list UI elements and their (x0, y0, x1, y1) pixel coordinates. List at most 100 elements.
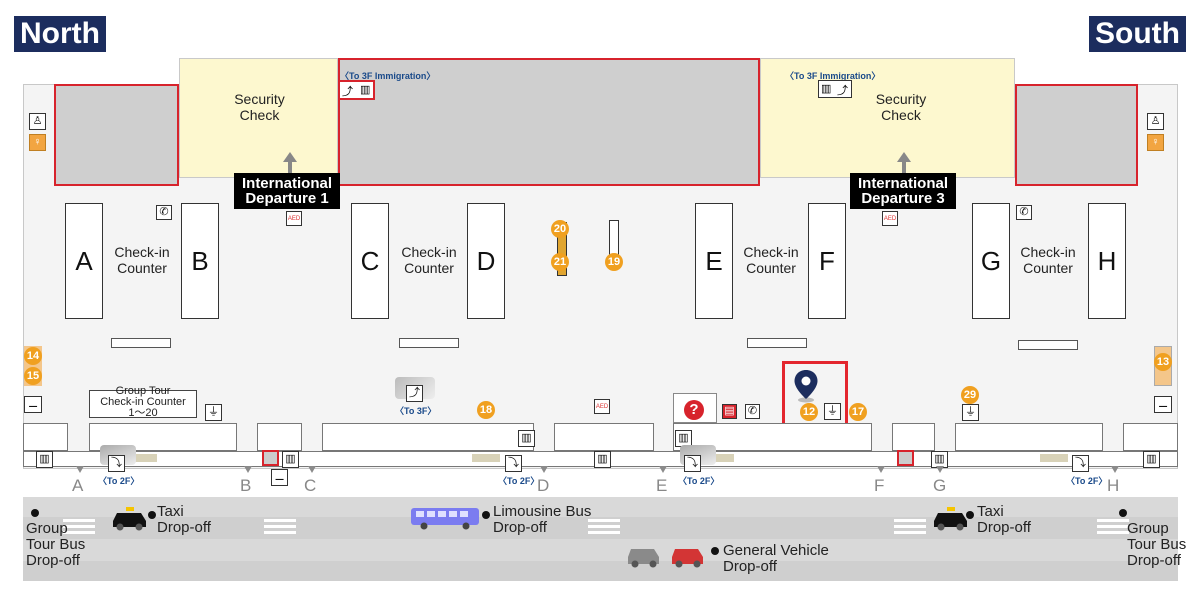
escalator-icon: ⤴ (406, 385, 423, 402)
counter-bar (111, 338, 171, 348)
counter-d: D (467, 203, 505, 319)
international-departure-1: International Departure 1 (234, 173, 340, 209)
crosswalk (588, 519, 620, 537)
elevator-icon: ▥ (518, 430, 535, 447)
to-2f-label: 〈To 2F〉 (98, 476, 140, 486)
checkin-counter-label: Check-in Counter (114, 244, 170, 276)
group-tour-counter (89, 390, 197, 418)
location-pin-icon[interactable] (793, 369, 819, 403)
counter-e: E (695, 203, 733, 319)
marker-21: 21 (551, 253, 569, 271)
crosswalk (894, 519, 926, 537)
aed-icon: AED (882, 211, 898, 226)
escalator-icon: ⤵ (1072, 455, 1089, 472)
taxi-dropoff-north: Taxi Drop-off (157, 503, 211, 536)
entrance-b: B (240, 476, 252, 495)
mat (1040, 454, 1068, 462)
wall-segment (1123, 423, 1178, 451)
arrow-up-icon (897, 152, 911, 162)
to-3f-immigration-1: 〈To 3F Immigration〉 (340, 71, 436, 81)
entrance-g: G (933, 476, 947, 495)
counter-bar (399, 338, 459, 348)
escalator-icon: ⤵ (108, 455, 125, 472)
counter-bar (747, 338, 807, 348)
exit-door (262, 450, 279, 466)
restricted-area-center (338, 58, 760, 186)
counter-f: F (808, 203, 846, 319)
general-vehicle-dropoff: General Vehicle Drop-off (723, 542, 829, 575)
to-3f-label: 〈To 3F〉 (395, 406, 437, 416)
wall-segment (554, 423, 654, 451)
marker-20: 20 (551, 220, 569, 238)
electric-outlet-icon: ⏚ (205, 404, 222, 421)
arrow-down-icon (244, 466, 252, 473)
south-label: South (1089, 16, 1186, 52)
escalator-icon: ⤴ (342, 86, 353, 98)
to-2f-label: 〈To 2F〉 (1066, 476, 1108, 486)
wall-segment (23, 423, 68, 451)
marker-12: 12 (800, 403, 818, 421)
limousine-bus-dropoff: Limousine Bus Drop-off (493, 503, 592, 536)
smoking-area-icon: ⚊ (1154, 396, 1172, 413)
arrow-stem (288, 161, 292, 173)
group-tour-bus-dropoff-south: Group Tour Bus Drop-off (1127, 520, 1187, 569)
elevator-icon: ▥ (360, 84, 371, 96)
marker-14: 14 (24, 347, 42, 365)
car-icon (628, 549, 659, 568)
checkin-counter-label: Check-in Counter (743, 244, 799, 276)
arrow-down-icon (540, 466, 548, 473)
arrow-down-icon (659, 466, 667, 473)
to-2f-label: 〈To 2F〉 (678, 476, 720, 486)
international-departure-3: International Departure 3 (850, 173, 956, 209)
elevator-icon: ▥ (1143, 451, 1160, 468)
arrow-down-icon (936, 466, 944, 473)
marker-29: 29 (961, 386, 979, 404)
security-check-label: Security Check (875, 91, 927, 123)
elevator-icon: ▥ (594, 451, 611, 468)
wall-segment (257, 423, 302, 451)
group-tour-bus-dropoff-north: Group Tour Bus Drop-off (26, 520, 86, 569)
marker-18: 18 (477, 401, 495, 419)
arrow-down-icon (76, 466, 84, 473)
taxi-dropoff-south: Taxi Drop-off (977, 503, 1031, 536)
limousine-bus-icon (411, 508, 479, 530)
bullet-dot (1119, 509, 1127, 517)
road-lane (23, 539, 1178, 561)
smoking-area-icon: ⚊ (24, 396, 42, 413)
curb-lane (23, 497, 1178, 517)
counter-g: G (972, 203, 1010, 319)
exit-door (897, 450, 914, 466)
escalator-icon: ⤵ (684, 455, 701, 472)
phone-icon: ✆ (1016, 205, 1032, 220)
restroom-icon: ♀ (29, 134, 46, 151)
wall-segment (892, 423, 935, 451)
escalator-elevator-box: ⤴ ▥ (338, 80, 375, 100)
car-icon (672, 549, 703, 568)
crosswalk (1097, 519, 1129, 537)
north-label: North (14, 16, 106, 52)
checkin-counter-label: Check-in Counter (1020, 244, 1076, 276)
bullet-dot (482, 511, 490, 519)
entrance-h: H (1107, 476, 1120, 495)
escalator-icon: ⤴ (837, 85, 848, 97)
arrow-up-icon (283, 152, 297, 162)
taxi-icon (113, 507, 146, 531)
nursing-room-icon: ♙ (29, 113, 46, 130)
arrow-down-icon (877, 466, 885, 473)
counter-bar (1018, 340, 1078, 350)
crosswalk (264, 519, 296, 537)
electric-outlet-icon: ⏚ (962, 404, 979, 421)
bullet-dot (711, 547, 719, 555)
restroom-icon: ♀ (1147, 134, 1164, 151)
to-3f-immigration-3: 〈To 3F Immigration〉 (785, 71, 881, 81)
to-2f-label: 〈To 2F〉 (498, 476, 540, 486)
information-icon[interactable]: ? (684, 400, 704, 420)
counter-a: A (65, 203, 103, 319)
marker-17: 17 (849, 403, 867, 421)
road-lane (23, 561, 1178, 581)
entrance-c: C (304, 476, 317, 495)
checkin-counter-label: Check-in Counter (401, 244, 457, 276)
counter-c: C (351, 203, 389, 319)
mat (472, 454, 500, 462)
counter-b: B (181, 203, 219, 319)
